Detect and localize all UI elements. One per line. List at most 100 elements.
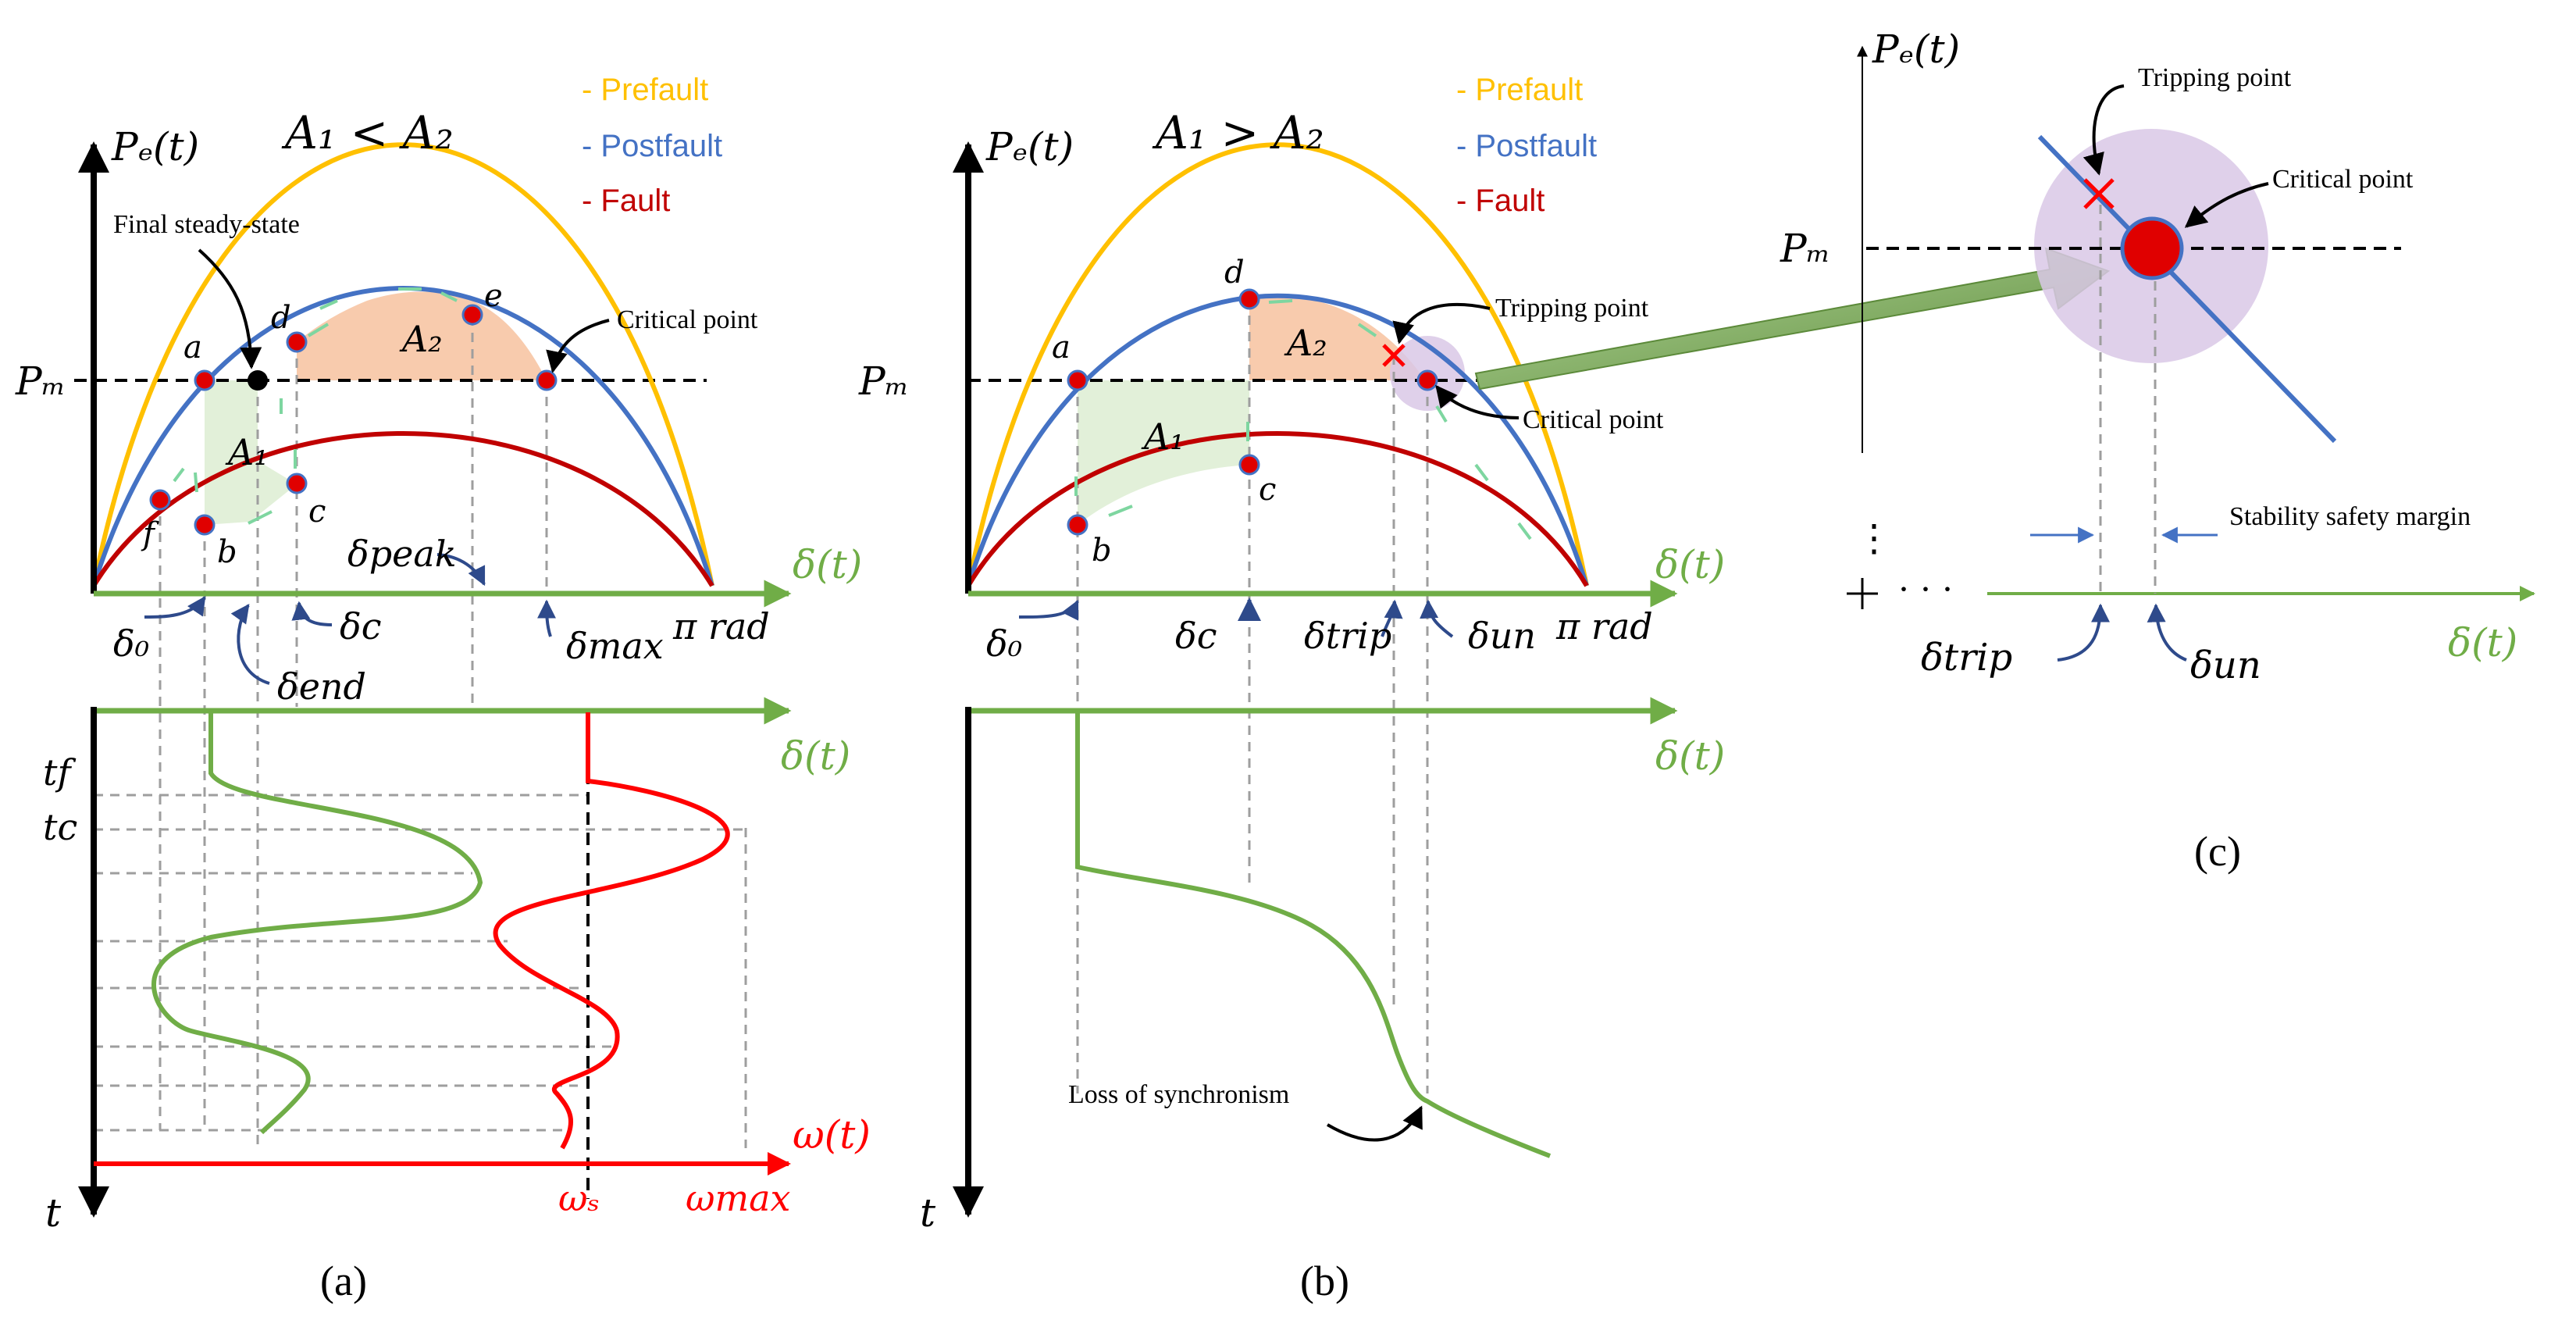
label-point-b-b: b (1092, 533, 1112, 569)
label-point-f-a: f (141, 516, 159, 552)
pi-label-b: π rad (1555, 605, 1653, 647)
caption-b: (b) (1300, 1257, 1349, 1304)
point-f-a (149, 489, 171, 511)
callout-final-steady-state (198, 248, 262, 369)
omega-axis-label: ω(t) (793, 1112, 871, 1158)
area-a2-b (1249, 296, 1425, 380)
point-c-a (286, 473, 308, 494)
point-a-b (1067, 369, 1088, 391)
label-point-a-a: a (183, 330, 202, 366)
legend-prefault-a: - Prefault (582, 73, 708, 107)
final-steady-state-label: Final steady-state (113, 210, 300, 239)
x-axis-dots-c: · · · (1897, 569, 1954, 610)
pm-label-b: Pₘ (858, 359, 909, 404)
point-d-b (1238, 288, 1260, 310)
tripping-cross-b (1382, 344, 1406, 367)
deltaun-label-c: δun (2190, 644, 2261, 687)
callout-delta0-a (144, 596, 206, 619)
tripping-point-label-c: Tripping point (2138, 63, 2292, 92)
pm-label-a: Pₘ (15, 359, 66, 404)
point-e-a (461, 304, 483, 326)
prefault-curve-b (966, 142, 1589, 587)
postfault-curve-b (966, 293, 1589, 587)
guide-lines-b (1076, 299, 1429, 1093)
area-a1-b (1078, 380, 1249, 525)
deltac-label-a: δc (340, 605, 381, 647)
pm-label-c: Pₘ (1780, 226, 1830, 271)
point-d-a (286, 331, 308, 353)
caption-a: (a) (320, 1257, 367, 1304)
deltamax-label: δmax (566, 625, 664, 667)
t-axis-label-a: t (45, 1190, 62, 1236)
y-axis-label-c: Pₑ(t) (1872, 27, 1960, 72)
point-a-a (194, 369, 216, 391)
deltaend-label: δend (277, 665, 366, 708)
tc-label: tc (43, 806, 77, 848)
a2-label-b: A₂ (1284, 322, 1327, 364)
callout-deltaun-c (2147, 603, 2187, 662)
callout-deltac-a (291, 601, 333, 626)
point-c-b (1238, 454, 1260, 476)
critical-point-label-b: Critical point (1523, 405, 1664, 434)
omega-s-label: ωₛ (558, 1177, 600, 1219)
point-critical-a (536, 369, 558, 391)
omega-time-curve (493, 712, 730, 1150)
panel-c: ⋮ · · · Pₑ(t) Pₘ δ(t) Tripping point Cri… (1780, 27, 2535, 875)
point-b-a (194, 514, 216, 536)
callout-tripping-b (1392, 302, 1491, 344)
callout-delta0-b (1018, 599, 1079, 621)
legend-fault-a: - Fault (582, 184, 670, 218)
deltaun-label-b: δun (1468, 615, 1536, 657)
a1-label-b: A₁ (1141, 416, 1185, 458)
critical-point-label-c: Critical point (2272, 165, 2414, 194)
callout-critical-b (1435, 384, 1520, 419)
callout-loss-of-sync (1326, 1105, 1423, 1142)
delta0-label-a: δ₀ (113, 622, 149, 665)
a2-label-a: A₂ (399, 318, 443, 360)
area-a1 (205, 380, 297, 525)
title-a: A₁ < A₂ (281, 106, 454, 159)
state-points-a (149, 304, 558, 536)
point-final-steady-state (248, 370, 268, 391)
delta0-label-b: δ₀ (986, 622, 1022, 665)
y-axis-label-a: Pₑ(t) (111, 124, 199, 169)
tf-label: tf (43, 751, 76, 794)
callout-deltaend (230, 604, 270, 685)
callout-critical-a (546, 319, 610, 373)
t-axis-label-b: t (920, 1190, 936, 1236)
panel-b: A₁ > A₂ - Prefault - Postfault - Fault P… (858, 73, 1725, 1304)
point-critical-b (1416, 369, 1438, 391)
callout-deltaun-b (1420, 599, 1454, 638)
title-b: A₁ > A₂ (1152, 106, 1324, 159)
callout-tripping-c (2083, 84, 2125, 176)
label-point-d-b: d (1224, 255, 1245, 291)
panel-a: A₁ < A₂ - Prefault - Postfault - Fault P… (15, 73, 871, 1304)
state-points-b (1067, 288, 1438, 536)
area-a2 (297, 291, 547, 380)
pi-label-a: π rad (672, 605, 770, 647)
callout-deltatrip-b (1381, 599, 1403, 637)
deltatrip-label-b: δtrip (1304, 615, 1391, 657)
label-point-b-a: b (217, 534, 237, 570)
omega-max-label: ωmax (686, 1177, 791, 1219)
prefault-curve-a (91, 142, 714, 587)
tripping-point-label-b: Tripping point (1495, 294, 1649, 323)
y-axis-dots-c: ⋮ (1855, 518, 1893, 559)
tripping-cross-c (2083, 178, 2115, 209)
label-point-e-a: e (484, 278, 503, 314)
y-axis-label-b: Pₑ(t) (985, 124, 1074, 169)
x-axis-label-b-lower: δ(t) (1655, 733, 1725, 779)
callout-critical-c (2184, 182, 2269, 228)
callout-deltatrip-c (2057, 603, 2110, 662)
delta-time-curve-b (1075, 712, 1552, 1158)
legend-prefault-b: - Prefault (1456, 73, 1583, 107)
guide-lines-c (2099, 205, 2157, 594)
swing-arrows-a (173, 287, 458, 525)
a1-label-a: A₁ (225, 431, 269, 473)
deltapeak-label: δpeak (347, 533, 457, 575)
callout-deltamax (537, 599, 557, 637)
point-b-b (1067, 514, 1088, 536)
guide-lines-a (94, 316, 747, 1148)
x-axis-label-a-lower: δ(t) (781, 733, 850, 779)
